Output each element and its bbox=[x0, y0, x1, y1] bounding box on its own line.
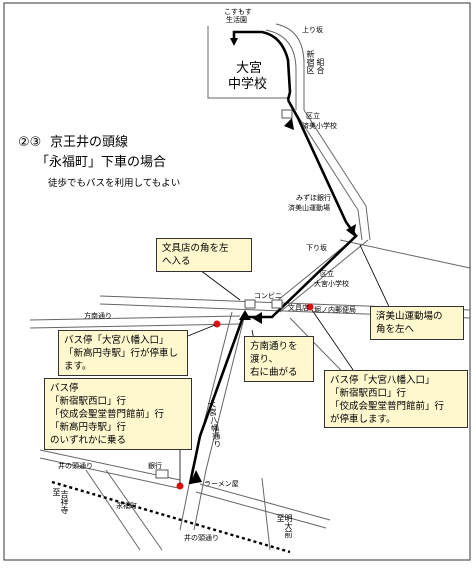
kudari-label: 下り坂 bbox=[306, 243, 327, 252]
school-block bbox=[207, 26, 290, 99]
kosumosu-2: 生活園 bbox=[226, 15, 247, 24]
bus-stop-c bbox=[306, 303, 314, 311]
arrow-diag-2 bbox=[284, 118, 294, 130]
conveni-mark bbox=[244, 299, 256, 309]
kichijoji-2: 吉祥寺 bbox=[60, 490, 69, 514]
note-bunguten: 文具店の角を左 へ入る bbox=[156, 238, 252, 272]
post-label: 堀ノ内郵便局 bbox=[314, 305, 356, 314]
arrow-right-1 bbox=[252, 312, 262, 324]
meidai-2: 明大前 bbox=[284, 514, 293, 538]
station-label: 永福町 bbox=[116, 501, 137, 510]
misuzu-1: みずほ銀行 bbox=[296, 193, 331, 202]
title-sub: 徒歩でもバスを利用してもよい bbox=[48, 177, 180, 189]
bus-stop-a bbox=[213, 320, 221, 328]
inokashira-label-2: 井の頭通り bbox=[184, 533, 219, 542]
title-line: 京王井の頭線 bbox=[50, 134, 128, 150]
walking-route bbox=[188, 30, 358, 485]
arrow-diag-1 bbox=[346, 224, 356, 236]
conveni-label: コンビニ bbox=[254, 291, 282, 300]
inokashira-label: 井の頭通り bbox=[58, 461, 93, 470]
bungu-mark bbox=[271, 299, 283, 309]
arrow-school-entrance bbox=[230, 38, 238, 46]
railway-line bbox=[51, 480, 291, 554]
arrow-start bbox=[190, 470, 202, 484]
moto-ku-1: 区立 bbox=[306, 111, 320, 120]
hounan-label: 方南通り bbox=[84, 311, 112, 320]
title-nums: ②③ bbox=[18, 135, 41, 150]
misuzu-2: 済美山運動場 bbox=[288, 203, 330, 212]
note-stop-c: バス停「大宮八幡入口」 「新宿駅西口」行 「佼成会聖堂普門館前」行 が停車します… bbox=[324, 370, 468, 428]
omiya-elem-2: 大宮小学校 bbox=[314, 279, 349, 288]
kumiai-label: 組合 bbox=[316, 58, 325, 74]
bank-label: 銀行 bbox=[148, 461, 162, 470]
note-stop-b: バス停 「新宿駅西口」行 「佼成会聖堂普門館前」行 「新高円寺駅」行 のいずれか… bbox=[44, 378, 192, 450]
building-marks bbox=[155, 109, 293, 479]
note-hounan-turn: 方南通りを 渡り、 右に曲がる bbox=[244, 336, 314, 382]
ramen-label: ラーメン屋 bbox=[204, 480, 239, 488]
note-saibiyama: 済美山運動場の 角を左へ bbox=[370, 306, 464, 340]
arrow-up-1 bbox=[239, 310, 251, 320]
route-arrows bbox=[190, 38, 356, 484]
road-north-curve bbox=[265, 29, 297, 110]
bus-stops bbox=[176, 303, 314, 490]
moto-ku-2: 済美小学校 bbox=[302, 121, 337, 130]
meidai-1: 至 bbox=[276, 514, 285, 522]
note-stop-a: バス停「大宮八幡入口」 「新高円寺駅」行が停車し ます。 bbox=[58, 330, 188, 376]
omiya-elem-1: 区立 bbox=[320, 269, 334, 278]
elem-mark bbox=[281, 109, 293, 119]
kosumosu-1: こすもす bbox=[224, 8, 252, 16]
noboriz-label: 上り坂 bbox=[302, 25, 323, 34]
kichijoji-1: 至 bbox=[52, 488, 61, 496]
bus-stop-b bbox=[176, 482, 184, 490]
bank-mark bbox=[155, 469, 169, 479]
school-label-2: 中学校 bbox=[228, 76, 267, 92]
school-label-1: 大宮 bbox=[236, 60, 262, 76]
title-station: 「永福町」下車の場合 bbox=[36, 155, 166, 170]
shinsei-label: 新宿区 bbox=[306, 50, 315, 74]
bungu-label: 文具店 bbox=[288, 303, 309, 312]
